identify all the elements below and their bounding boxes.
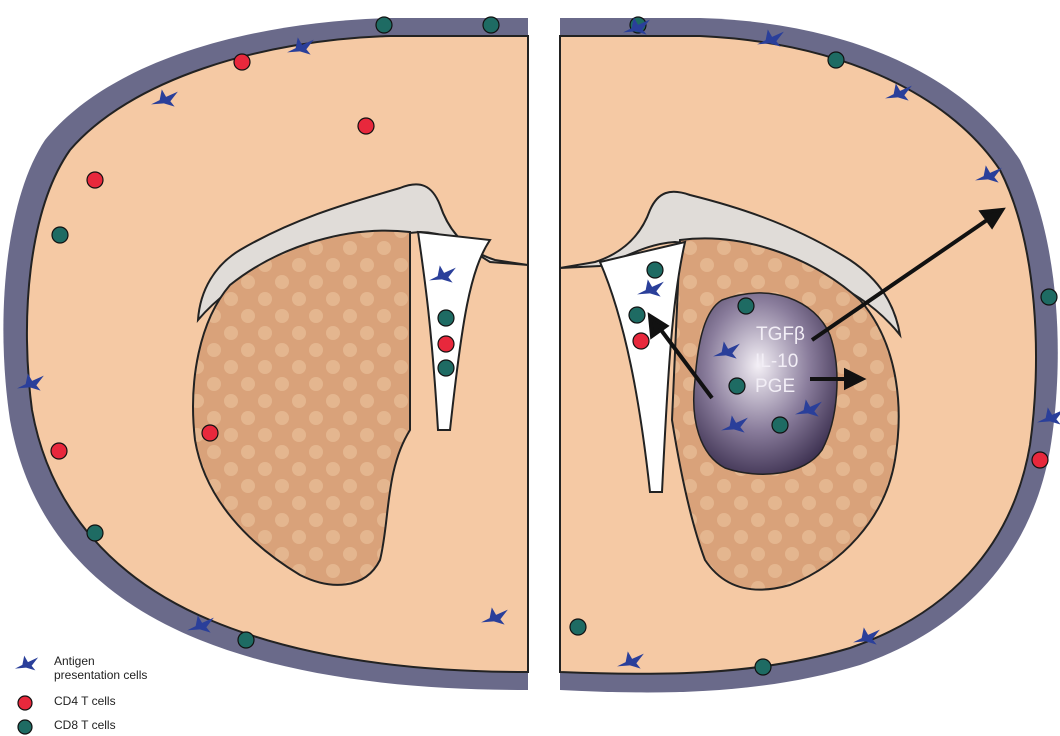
- hemisphere-divider: [529, 0, 559, 734]
- cd8-cell: [570, 619, 586, 635]
- cd4-cell: [87, 172, 103, 188]
- cd8-cell: [238, 632, 254, 648]
- cd8-cell: [828, 52, 844, 68]
- cd8-cell: [87, 525, 103, 541]
- cd8-cell: [483, 17, 499, 33]
- tumor-label-il10: IL-10: [755, 351, 798, 372]
- cd8-cell: [438, 360, 454, 376]
- cd4-cell: [51, 443, 67, 459]
- cd4-cell: [1032, 452, 1048, 468]
- tumor-label-pge: PGE: [755, 376, 795, 397]
- cd8-cell: [52, 227, 68, 243]
- cd4-cell-icon: [14, 694, 40, 712]
- cd8-cell: [647, 262, 663, 278]
- legend-apc-label: Antigen presentation cells: [54, 654, 147, 682]
- cd8-cell: [438, 310, 454, 326]
- cd8-cell: [755, 659, 771, 675]
- cd4-cell: [234, 54, 250, 70]
- cd8-cell: [1041, 289, 1057, 305]
- right-hemisphere: [560, 18, 1058, 692]
- legend-cd8: CD8 T cells: [14, 718, 116, 736]
- cd8-cell: [738, 298, 754, 314]
- legend-apc: Antigen presentation cells: [14, 654, 147, 682]
- cd8-cell: [629, 307, 645, 323]
- cd8-cell: [729, 378, 745, 394]
- left-hemisphere: [3, 18, 528, 690]
- legend-cd8-label: CD8 T cells: [54, 718, 116, 732]
- cd8-cell: [376, 17, 392, 33]
- cd4-cell: [633, 333, 649, 349]
- tumor-label-tgfb: TGFβ: [756, 324, 805, 345]
- cd4-cell: [202, 425, 218, 441]
- cd4-cell: [438, 336, 454, 352]
- apc-star-icon: [14, 654, 40, 672]
- cd8-cell: [772, 417, 788, 433]
- cd4-cell: [358, 118, 374, 134]
- cd8-cell-icon: [14, 718, 40, 736]
- legend-cd4-label: CD4 T cells: [54, 694, 116, 708]
- legend-cd4: CD4 T cells: [14, 694, 116, 712]
